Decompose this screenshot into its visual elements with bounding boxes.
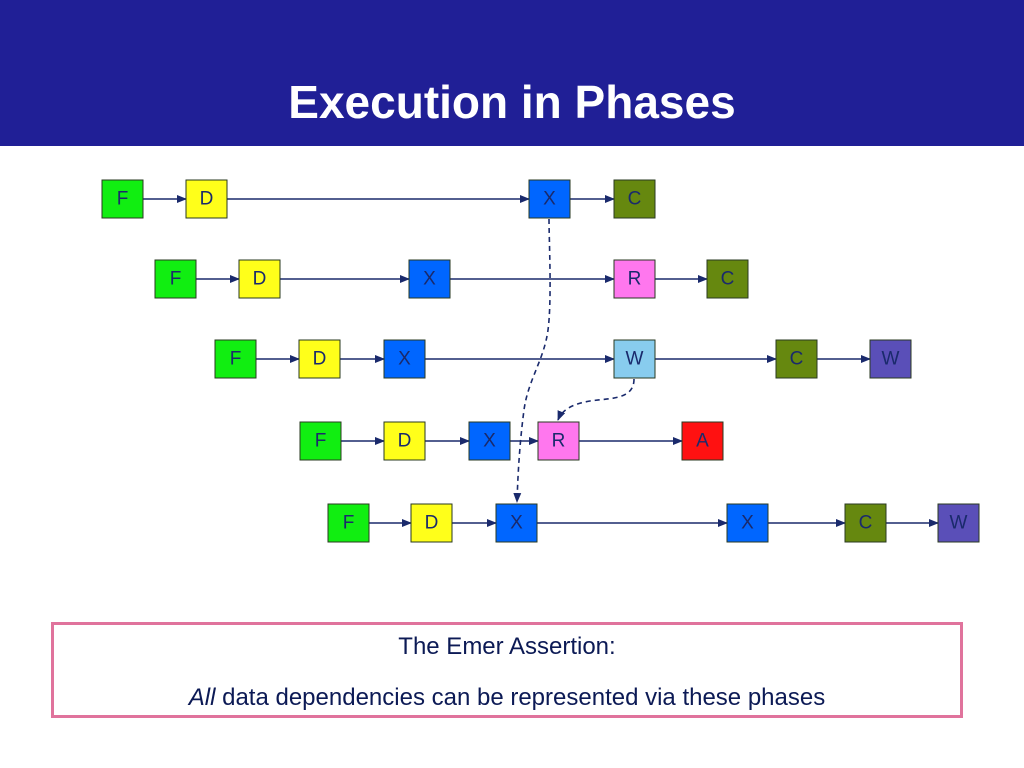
stage-d-box: D [298,339,341,379]
assertion-emphasis: All [188,684,216,711]
dependency-arrow [513,218,551,503]
stage-label: D [253,269,267,290]
stage-label: W [626,349,644,370]
assertion-body: data dependencies can be represented via… [215,684,826,711]
stage-r-box: R [537,421,580,461]
stage-label: F [117,189,129,210]
stage-f-box: F [154,259,197,299]
stage-label: D [398,431,412,452]
stage-x-box: X [408,259,451,299]
stage-label: D [313,349,327,370]
stage-label: C [628,189,642,210]
page-title: Execution in Phases [288,76,736,128]
stage-label: R [552,431,566,452]
assertion-heading: The Emer Assertion: [398,633,616,660]
stage-x-box: X [468,421,511,461]
stage-d-box: D [238,259,281,299]
stage-label: X [543,189,556,210]
stage-a-box: A [681,421,724,461]
stage-label: D [200,189,214,210]
stage-label: X [741,513,754,534]
stage-c-box: C [706,259,749,299]
stage-w-box: W [613,339,656,379]
stage-label: X [510,513,523,534]
stage-c-box: C [613,179,656,219]
stage-label: F [315,431,327,452]
assertion-statement: All data dependencies can be represented… [54,684,960,712]
stage-label: C [721,269,735,290]
stage-c-box: C [844,503,887,543]
stage-label: D [425,513,439,534]
dependency-arrow [557,378,635,421]
stage-x-box: X [495,503,538,543]
stage-label: F [170,269,182,290]
stage-x-box: X [726,503,769,543]
stage-r-box: R [613,259,656,299]
stage-d-box: D [383,421,426,461]
stage-label: W [950,513,968,534]
stage-f-box: F [101,179,144,219]
pipeline-diagram: F D X C F D X R C F D X W C W F D X R A F D X X C W [101,179,980,543]
stage-label: F [343,513,355,534]
stage-label: W [882,349,900,370]
stage-f-box: F [299,421,342,461]
stage-label: X [423,269,436,290]
stage-c-box: C [775,339,818,379]
header-bar [0,0,1024,146]
stage-d-box: D [410,503,453,543]
stage-f-box: F [327,503,370,543]
stage-label: A [696,431,709,452]
stage-x-box: X [528,179,571,219]
stage-w-box: W [869,339,912,379]
stage-label: X [398,349,411,370]
stage-label: X [483,431,496,452]
stage-label: C [859,513,873,534]
stage-label: C [790,349,804,370]
assertion-box: The Emer Assertion: All data dependencie… [51,622,963,718]
stage-label: R [628,269,642,290]
stage-x-box: X [383,339,426,379]
stage-f-box: F [214,339,257,379]
stage-d-box: D [185,179,228,219]
stage-w-box: W [937,503,980,543]
stage-label: F [230,349,242,370]
